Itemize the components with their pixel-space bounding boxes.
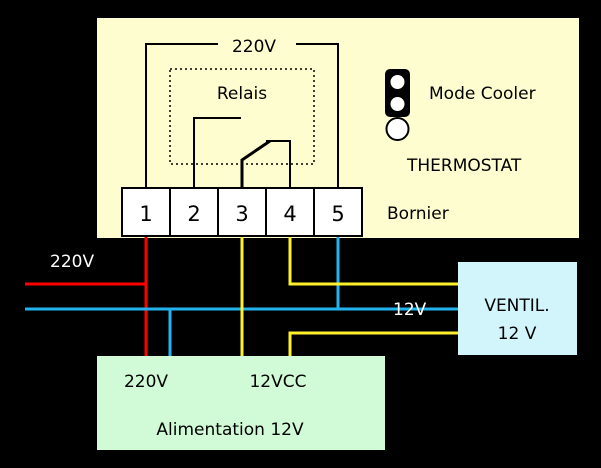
supply-loop-left bbox=[145, 43, 218, 188]
fan-label-line1: VENTIL. bbox=[484, 296, 549, 316]
relay-contact-4 bbox=[266, 140, 291, 188]
terminal-block-label: Bornier bbox=[387, 204, 449, 224]
terminal-2 bbox=[169, 187, 219, 237]
supply-loop-right bbox=[296, 43, 339, 188]
terminal-1-label: 1 bbox=[139, 202, 152, 226]
terminal-block: 1 2 3 4 5 bbox=[121, 187, 363, 237]
terminal-3-label: 3 bbox=[235, 202, 248, 226]
wire-yellow-supply-to-fan bbox=[288, 331, 458, 356]
power-supply-title: Alimentation 12V bbox=[156, 420, 304, 440]
terminal-1 bbox=[121, 187, 171, 237]
terminal-4 bbox=[265, 187, 315, 237]
terminal-4-label: 4 bbox=[283, 202, 296, 226]
mode-jumper-icon bbox=[385, 69, 410, 141]
power-supply-output-label: 12VCC bbox=[249, 372, 306, 392]
relay-contact-3-switch bbox=[240, 139, 271, 188]
relay-label: Relais bbox=[217, 84, 267, 104]
terminal-5 bbox=[313, 187, 363, 237]
wires bbox=[25, 237, 458, 356]
mode-label: Mode Cooler bbox=[429, 84, 536, 104]
power-supply-input-label: 220V bbox=[124, 372, 168, 392]
relay-contact-2 bbox=[193, 117, 241, 188]
terminal-5-label: 5 bbox=[331, 202, 344, 226]
fan-voltage-label: 12V bbox=[393, 300, 427, 320]
supply-voltage-label: 220V bbox=[232, 37, 276, 57]
fan-label-line2: 12 V bbox=[498, 324, 537, 344]
mains-voltage-label: 220V bbox=[50, 252, 94, 272]
power-supply-box bbox=[97, 356, 385, 450]
terminal-2-label: 2 bbox=[187, 202, 200, 226]
thermostat-label: THERMOSTAT bbox=[406, 156, 522, 176]
fan-box bbox=[458, 262, 577, 355]
wire-yellow-terminal-4 bbox=[288, 237, 458, 286]
